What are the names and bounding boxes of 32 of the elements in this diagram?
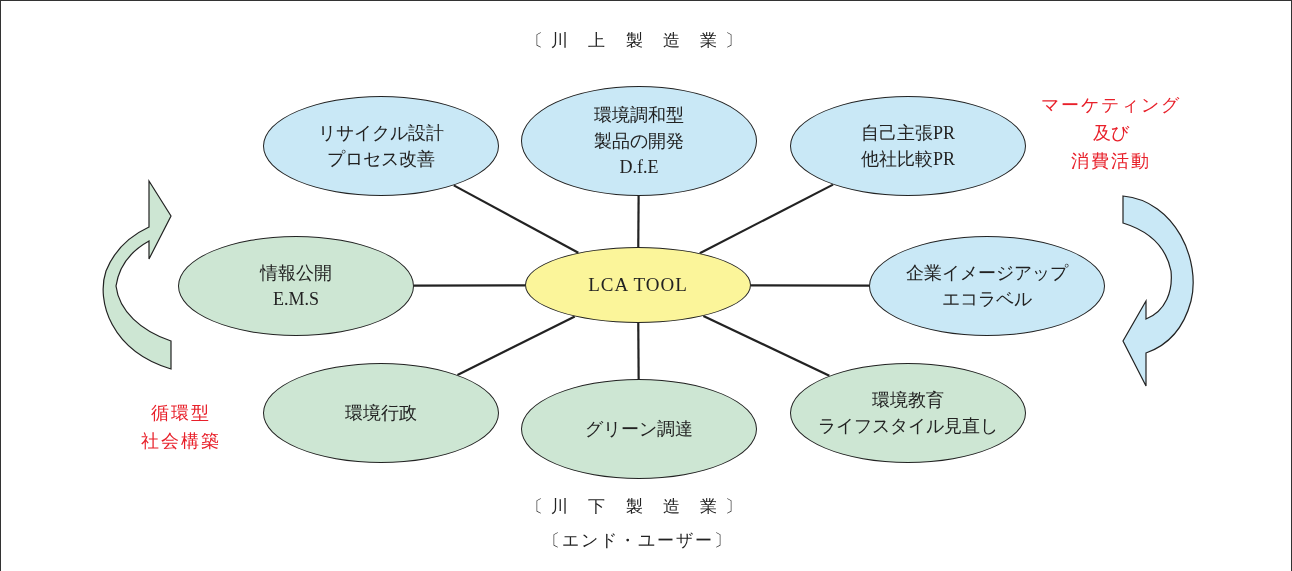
node-text: 環境行政	[345, 401, 417, 425]
stage-label: 〔エンド・ユーザー〕	[543, 530, 733, 552]
node-text: エコラベル	[942, 288, 1032, 311]
node-text: LCA TOOL	[588, 273, 688, 298]
connector-line	[453, 184, 579, 254]
annotation-text: 社会構築	[141, 430, 221, 453]
stage-label: 〔川 上 製 造 業〕	[526, 30, 750, 52]
node-text: プロセス改善	[327, 148, 435, 171]
node-text: 自己主張PR	[861, 121, 955, 145]
connector-line	[637, 323, 640, 379]
node-text: D.f.E	[619, 156, 659, 180]
node-text: 製品の開発	[594, 129, 684, 153]
connector-line	[702, 315, 830, 377]
connector-line	[699, 183, 834, 255]
node-text: 環境教育	[872, 388, 944, 412]
node-text: グリーン調達	[585, 417, 693, 441]
node-text: 企業イメージアップ	[906, 261, 1068, 285]
annotation-text: マーケティング	[1041, 94, 1181, 117]
node-text: 他社比較PR	[861, 148, 955, 171]
stage-label: 〔川 下 製 造 業〕	[526, 496, 750, 518]
connector-line	[637, 196, 640, 247]
connector-line	[456, 315, 576, 376]
annotation-text: 及び	[1093, 122, 1129, 145]
annotation-text: 消費活動	[1071, 150, 1151, 173]
node-text: E.M.S	[273, 288, 319, 311]
connector-line	[414, 284, 525, 287]
node-text: 情報公開	[260, 261, 332, 285]
annotation-text: 循環型	[151, 402, 211, 425]
connector-line	[751, 284, 869, 287]
node-text: ライフスタイル見直し	[818, 415, 998, 438]
node-text: 環境調和型	[594, 103, 684, 127]
node-text: リサイクル設計	[318, 121, 444, 145]
